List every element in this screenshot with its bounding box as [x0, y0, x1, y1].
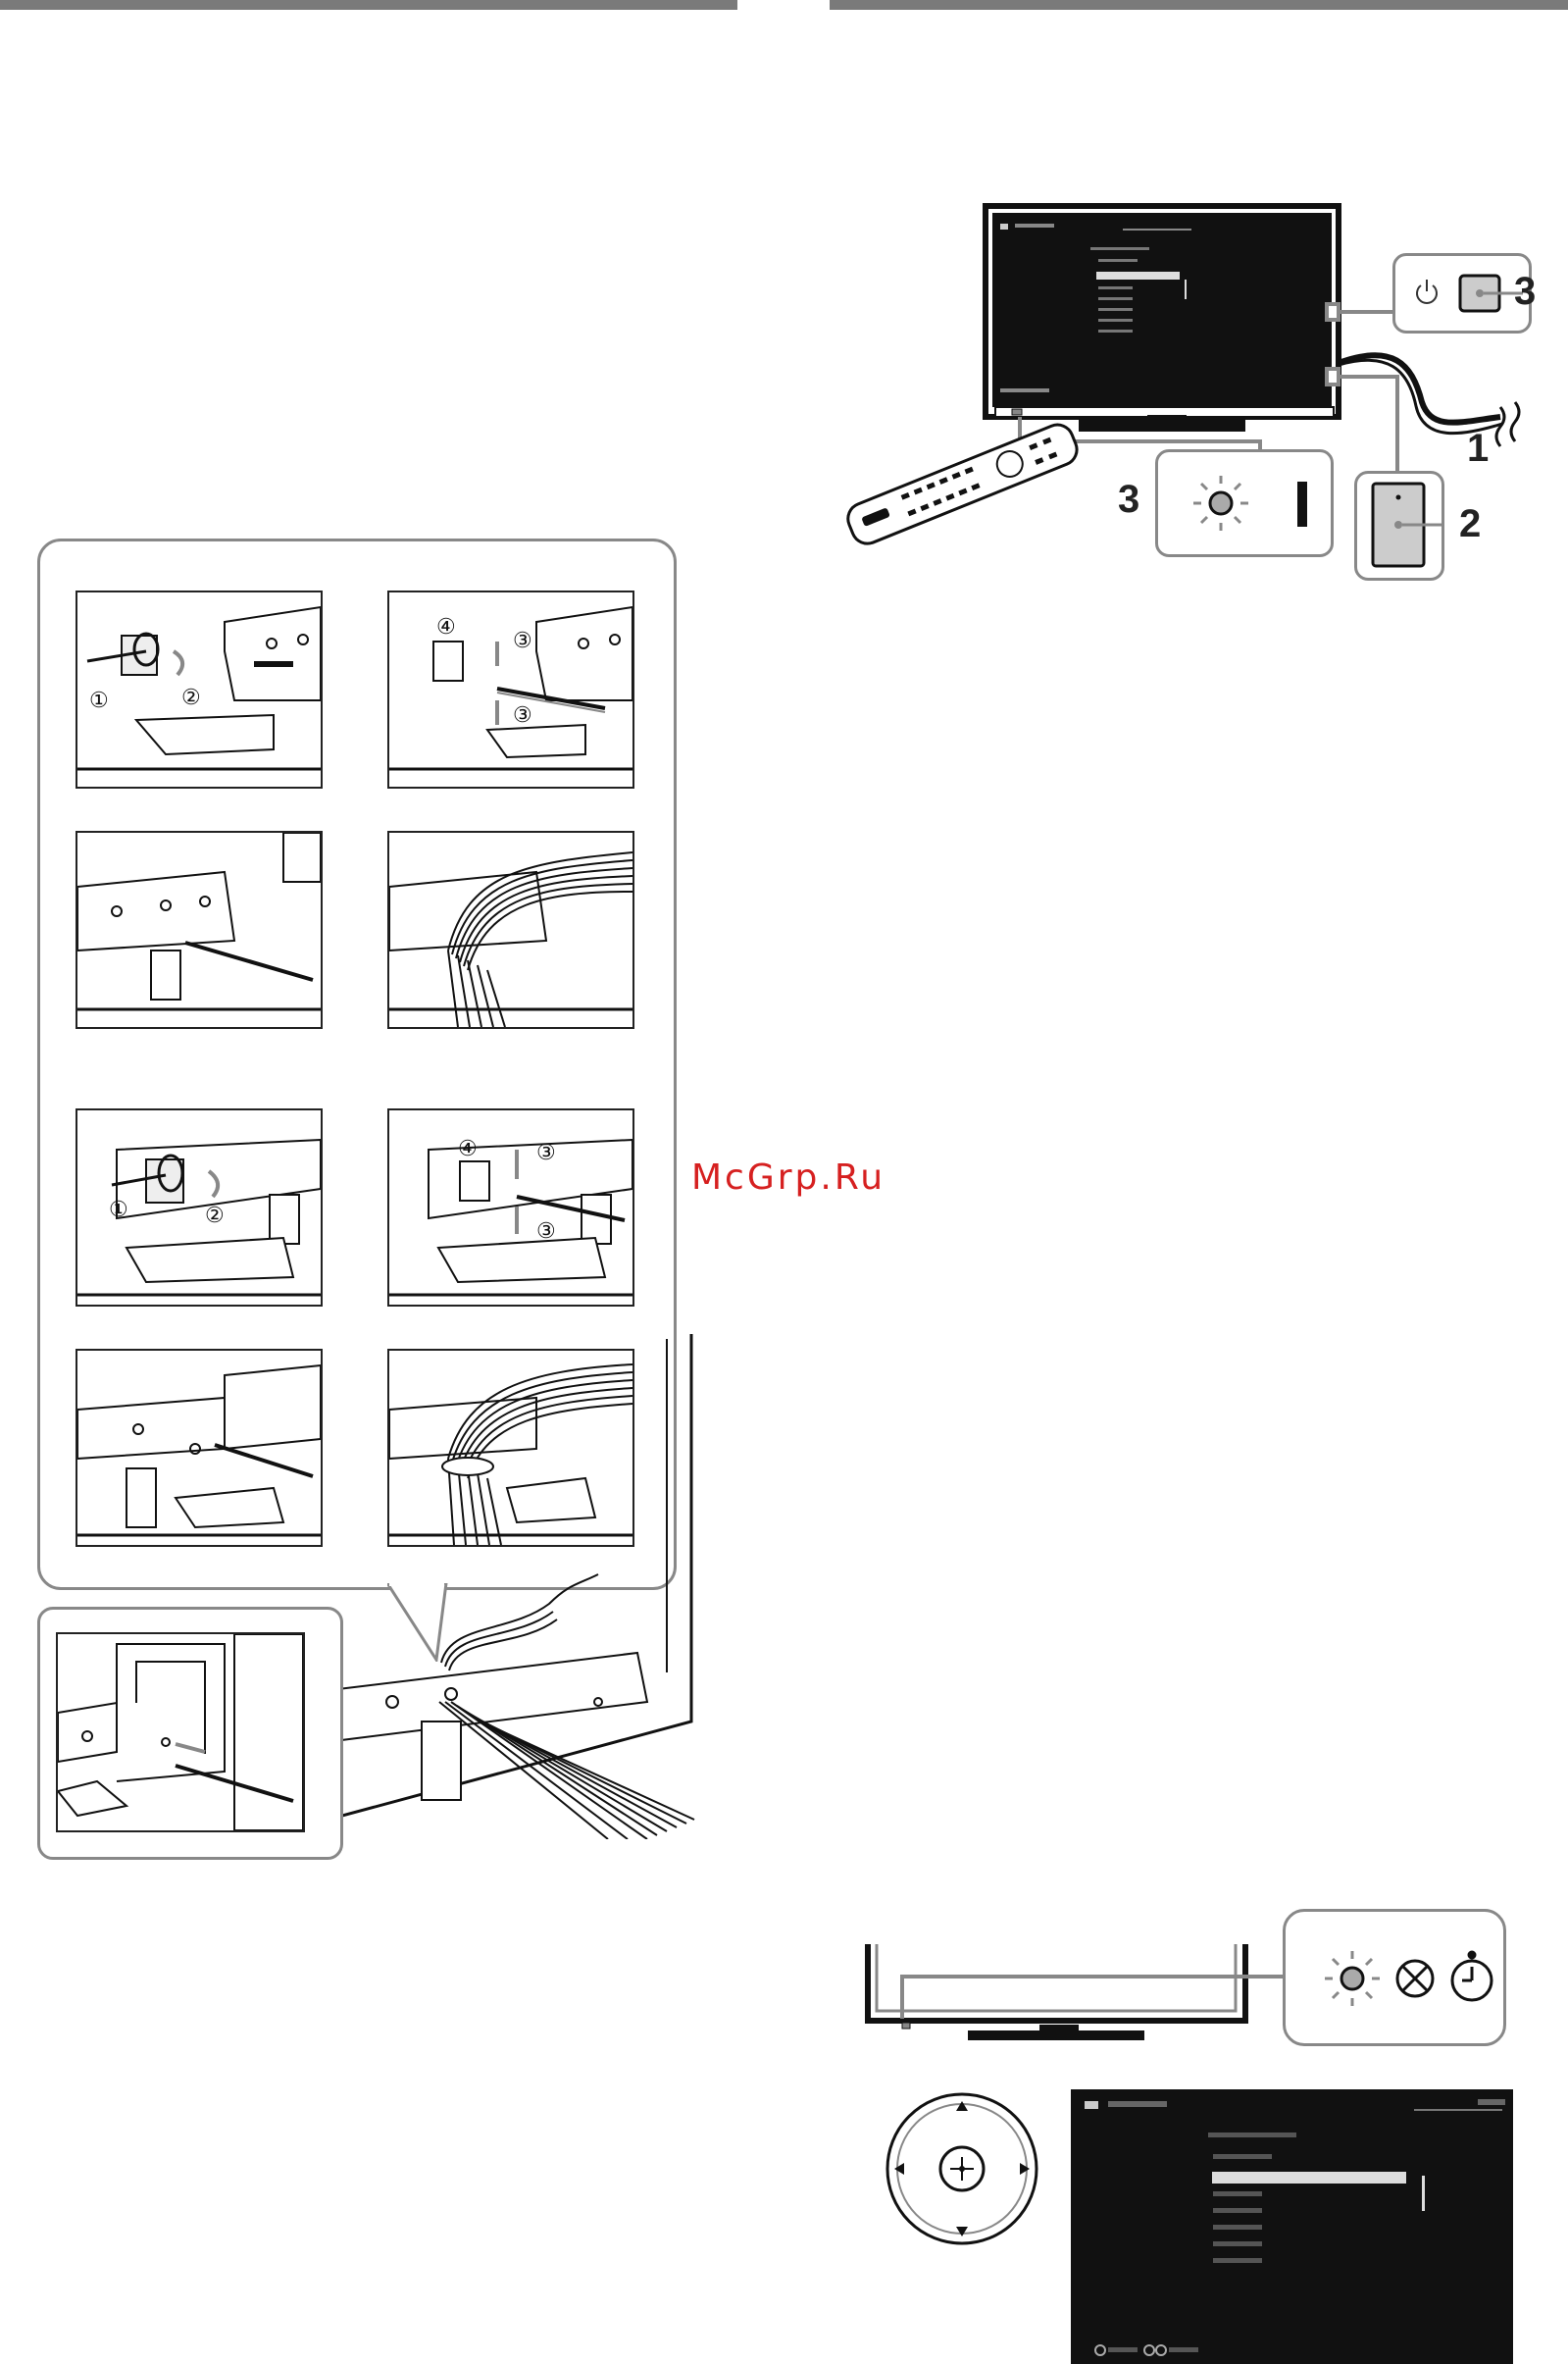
step-row3-right: ④ ③ ③: [387, 1108, 634, 1307]
tv-screen: [1071, 2089, 1513, 2364]
picture-off-icon: [1397, 1961, 1433, 1996]
inset-detail: [56, 1632, 305, 1832]
step-num-3a: ③: [513, 628, 532, 652]
step-row2-right: [387, 831, 634, 1029]
label-indicator: 3: [1118, 478, 1139, 520]
power-icon: [1417, 280, 1437, 303]
label-tv-switch: 2: [1459, 502, 1481, 544]
step-row1-left: ① ②: [76, 591, 323, 789]
top-rule-right: [830, 0, 1568, 10]
step-num-4: ④: [436, 614, 456, 639]
step-row2-left: [76, 831, 323, 1029]
label-power-plug: 1: [1467, 427, 1489, 469]
step-num-3b-r3: ③: [536, 1218, 556, 1243]
label-power-button: 3: [1514, 270, 1536, 313]
indicator-callout: [1155, 449, 1334, 557]
step-num-3a-r3: ③: [536, 1140, 556, 1164]
step-num-4-r3: ④: [458, 1136, 478, 1160]
step-num-3b: ③: [513, 702, 532, 727]
step-row3-left: ① ②: [76, 1108, 323, 1307]
screen-selected-item: [1212, 2172, 1406, 2184]
tv-setup-figure: 3 1 2 3: [824, 196, 1549, 589]
step-num-2: ②: [181, 685, 201, 709]
tv-switch-callout: [1354, 471, 1444, 581]
dpad-icon: [885, 2091, 1039, 2246]
step-row1-right: ④ ③ ③: [387, 591, 634, 789]
power-button-callout: [1392, 253, 1532, 334]
step-num-1: ①: [89, 688, 109, 712]
indicator-icons-callout: [1283, 1909, 1506, 2046]
watermark-text: McGrp.Ru: [691, 1157, 885, 1198]
step-num-2-r3: ②: [205, 1203, 225, 1227]
indicator-light-icon: [1193, 476, 1248, 531]
step-num-1-r3: ①: [109, 1197, 128, 1221]
tv-indicator-figure: [863, 1903, 1549, 2050]
top-rule-left: [0, 0, 737, 10]
indicator-light-icon: [1325, 1951, 1380, 2006]
timer-icon: [1452, 1952, 1492, 2000]
